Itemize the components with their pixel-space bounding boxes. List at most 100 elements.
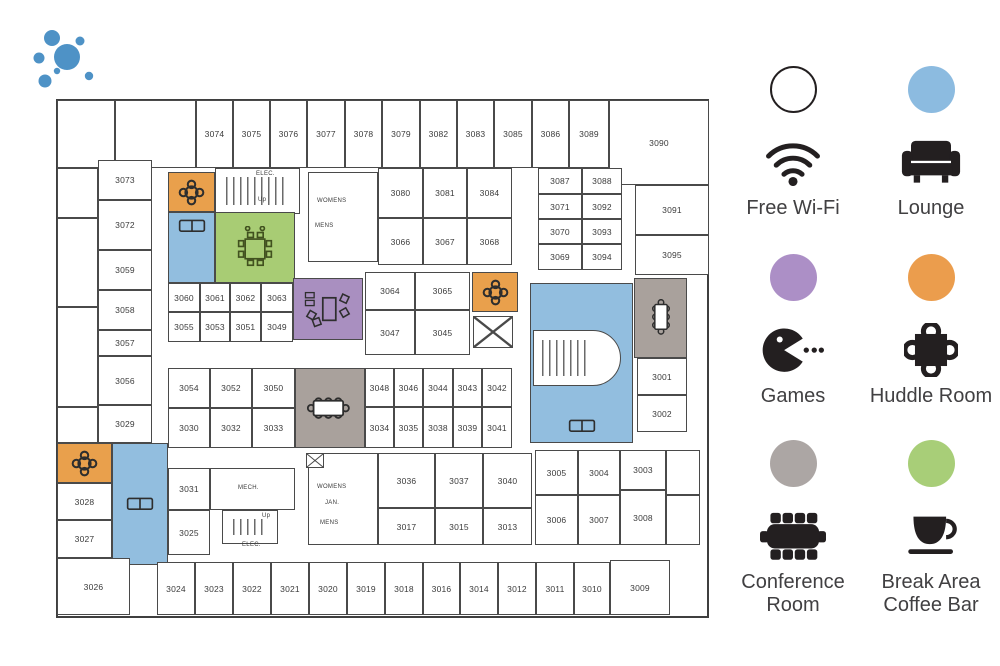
room-3049: 3049 (261, 312, 293, 342)
room-number: 3067 (435, 236, 455, 247)
room-3033: 3033 (252, 408, 295, 448)
wifi-icon (766, 142, 820, 186)
room-3011: 3011 (536, 562, 574, 615)
legend-color-circle (907, 66, 955, 113)
room-number: 3051 (235, 322, 256, 332)
pacman-icon (762, 328, 824, 372)
room-number: 3048 (369, 382, 390, 393)
room-number: 3073 (115, 175, 135, 185)
room-number: 3003 (633, 465, 653, 475)
plan-annotation: ELEC. (242, 542, 261, 548)
room-3029: 3029 (98, 405, 152, 443)
conference-table-icon (760, 512, 826, 560)
room-number: 3006 (546, 515, 567, 525)
room-number: 3084 (479, 188, 500, 198)
room-number: 3025 (179, 527, 199, 538)
couch-icon (178, 219, 205, 232)
conference-table-icon (651, 298, 670, 335)
room-3053: 3053 (200, 312, 230, 342)
room-number: 3044 (428, 382, 448, 393)
room-3041: 3041 (482, 407, 512, 448)
room-3037: 3037 (435, 453, 483, 508)
restroom-room (308, 172, 378, 262)
room-number: 3079 (391, 129, 411, 139)
room-number: 3041 (487, 422, 507, 433)
break-table-icon (216, 213, 294, 282)
office-room (666, 450, 700, 495)
room-number: 3080 (390, 188, 411, 198)
room-3044: 3044 (423, 368, 453, 407)
room-3006: 3006 (535, 495, 578, 545)
room-number: 3004 (589, 467, 609, 478)
room-number: 3071 (550, 201, 570, 212)
coffee-cup-icon (907, 516, 957, 554)
room-number: 3020 (318, 583, 338, 594)
room-number: 3052 (221, 383, 241, 393)
room-3034: 3034 (365, 407, 394, 448)
room-number: 3008 (633, 512, 653, 523)
room-3001: 3001 (637, 358, 687, 395)
room-number: 3036 (396, 475, 417, 486)
room-3013: 3013 (483, 508, 532, 545)
room-3080: 3080 (378, 168, 423, 218)
room-3056: 3056 (98, 356, 152, 405)
room-3035: 3035 (394, 407, 423, 448)
room-number: 3018 (394, 583, 414, 594)
room-number: 3068 (479, 236, 500, 247)
room-3088: 3088 (582, 168, 622, 194)
room-3074: 3074 (196, 100, 233, 168)
elevator-room (306, 453, 324, 468)
room-number: 3088 (592, 176, 612, 186)
stairs-room (215, 168, 300, 214)
couch-small-icon (169, 213, 214, 282)
room-number: 3021 (280, 583, 300, 594)
room-3018: 3018 (385, 562, 423, 615)
room-number: 3095 (662, 250, 682, 260)
room-3092: 3092 (582, 194, 622, 219)
room-number: 3001 (652, 371, 672, 382)
room-number: 3043 (457, 382, 478, 393)
room-3016: 3016 (423, 562, 460, 615)
room-3067: 3067 (423, 218, 467, 265)
huddle-table-icon (904, 323, 958, 377)
room-number: 3081 (435, 188, 455, 198)
room-number: 3056 (115, 375, 135, 386)
legend-label: Lounge (897, 197, 965, 219)
room-3083: 3083 (457, 100, 494, 168)
room-3026: 3026 (57, 558, 130, 615)
office-room (57, 168, 98, 218)
room-number: 3089 (579, 129, 599, 139)
room-number: 3023 (204, 583, 224, 594)
break-room (215, 212, 295, 283)
legend-color-circle (769, 440, 817, 487)
plan-annotation: MECH. (238, 485, 259, 491)
conference-table-icon (760, 510, 826, 562)
room-3072: 3072 (98, 200, 152, 250)
room-number: 3002 (652, 408, 672, 419)
room-number: 3042 (487, 382, 507, 393)
legend-color-circle (769, 254, 817, 301)
logo-icon (33, 30, 94, 88)
room-number: 3059 (115, 265, 135, 275)
room-3063: 3063 (261, 283, 293, 312)
room-number: 3076 (278, 129, 299, 139)
room-number: 3038 (428, 422, 448, 433)
room-3075: 3075 (233, 100, 270, 168)
legend-label: Huddle Room (869, 385, 993, 407)
room-number: 3082 (428, 129, 449, 139)
room-3091: 3091 (635, 185, 709, 235)
room-3014: 3014 (460, 562, 498, 615)
plan-annotation: WOMENS (317, 198, 347, 204)
legend-label: Conference Room (741, 571, 845, 617)
room-3007: 3007 (578, 495, 620, 545)
room-number: 3045 (432, 327, 453, 338)
room-number: 3017 (396, 521, 417, 532)
room-3061: 3061 (200, 283, 230, 312)
room-3050: 3050 (252, 368, 295, 408)
room-3017: 3017 (378, 508, 435, 545)
elevator-x-icon (474, 317, 512, 347)
room-3055: 3055 (168, 312, 200, 342)
room-number: 3010 (582, 583, 602, 594)
couch-icon (126, 497, 154, 510)
room-3010: 3010 (574, 562, 610, 615)
